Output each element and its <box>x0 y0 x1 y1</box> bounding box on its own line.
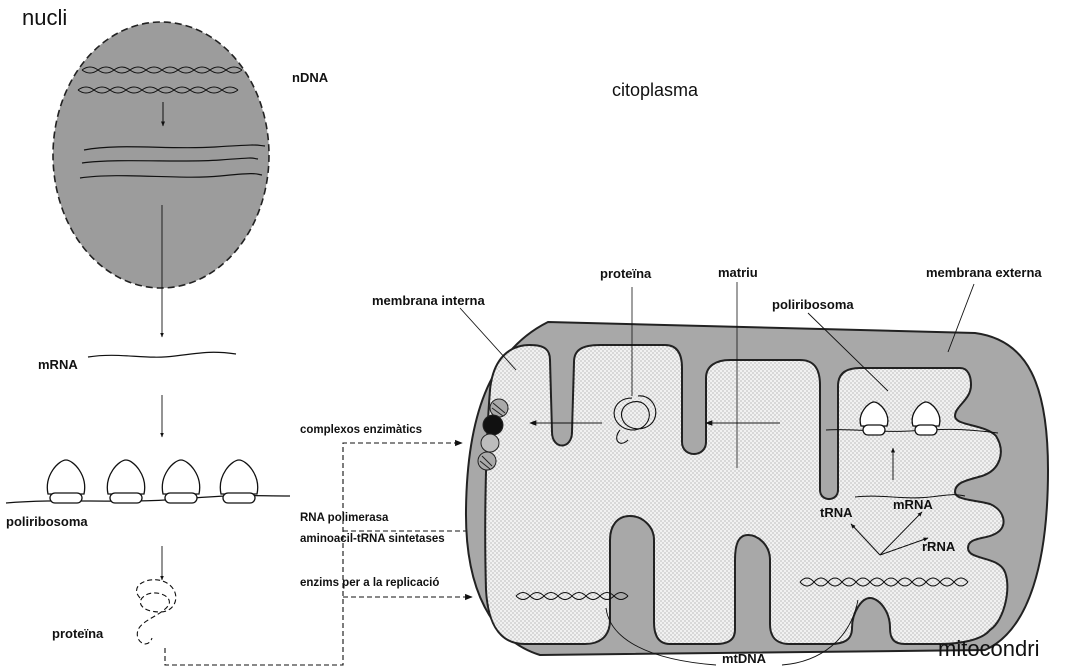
label-replication-enzymes: enzims per a la replicació <box>300 577 439 589</box>
cyto-ribosome <box>162 460 199 503</box>
label-outer-membrane: membrana externa <box>926 265 1042 280</box>
label-polyribosome: poliribosoma <box>6 514 88 529</box>
label-trna: tRNA <box>820 505 853 520</box>
cyto-protein-coil <box>137 580 176 644</box>
label-nucleus: nucli <box>22 5 67 31</box>
label-rna-polymerase: RNA polimerasa <box>300 512 388 524</box>
nucleus <box>53 22 269 288</box>
label-inner-membrane: membrana interna <box>372 293 485 308</box>
label-protein: proteïna <box>52 626 103 641</box>
cyto-ribosome <box>107 460 144 503</box>
label-cytoplasm: citoplasma <box>612 80 698 101</box>
cyto-ribosome <box>47 460 84 503</box>
label-mito-protein: proteïna <box>600 266 651 281</box>
label-ndna: nDNA <box>292 70 328 85</box>
cyto-ribosomes <box>47 460 257 503</box>
cyto-mrna <box>88 352 236 357</box>
cyto-ribosome <box>220 460 257 503</box>
label-mtdna: mtDNA <box>722 651 766 666</box>
label-mrna: mRNA <box>38 357 78 372</box>
label-aminoacyl-trna: aminoacil-tRNA sintetases <box>300 533 445 545</box>
label-matrix: matriu <box>718 265 758 280</box>
label-mito-mrna: mRNA <box>893 497 933 512</box>
label-enzyme-complexes: complexos enzimàtics <box>300 424 422 436</box>
label-rrna: rRNA <box>922 539 955 554</box>
label-mito-polyribosome: poliribosoma <box>772 297 854 312</box>
label-mitochondrion: mitocondri <box>938 636 1039 662</box>
